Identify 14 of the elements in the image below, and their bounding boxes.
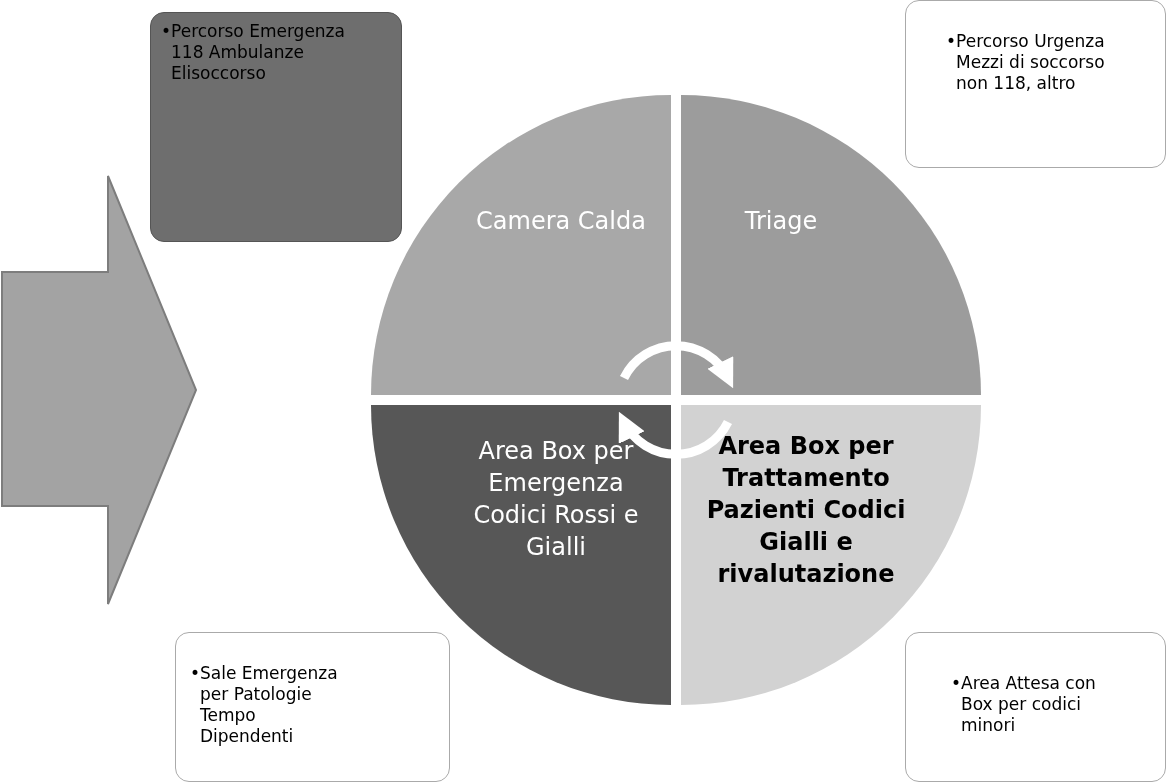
cycle-arrow [620,341,734,388]
bullet-text: •Area Attesa con Box per codici minori [951,673,1097,736]
bullet-text: •Percorso Emergenza 118 Ambulanze Elisoccorso [161,21,346,84]
cycle-arrow [618,412,732,459]
text-box [905,632,1166,782]
quadrant-label: Area Box per Emergenza Codici Rossi e Gialli [472,436,640,563]
text-box [175,632,450,782]
quadrant-label: Camera Calda [475,206,647,237]
quadrant-label: Area Box per Trattamento Pazienti Codici Gialli e rivalutazione [705,431,907,590]
quadrant-label: Triage [743,206,819,237]
text-box [150,12,402,242]
text-box [905,0,1166,168]
bullet-text: •Percorso Urgenza Mezzi di soccorso non 118, altro [946,31,1106,94]
bullet-text: •Sale Emergenza per Patologie Tempo Dipendenti [190,663,339,747]
